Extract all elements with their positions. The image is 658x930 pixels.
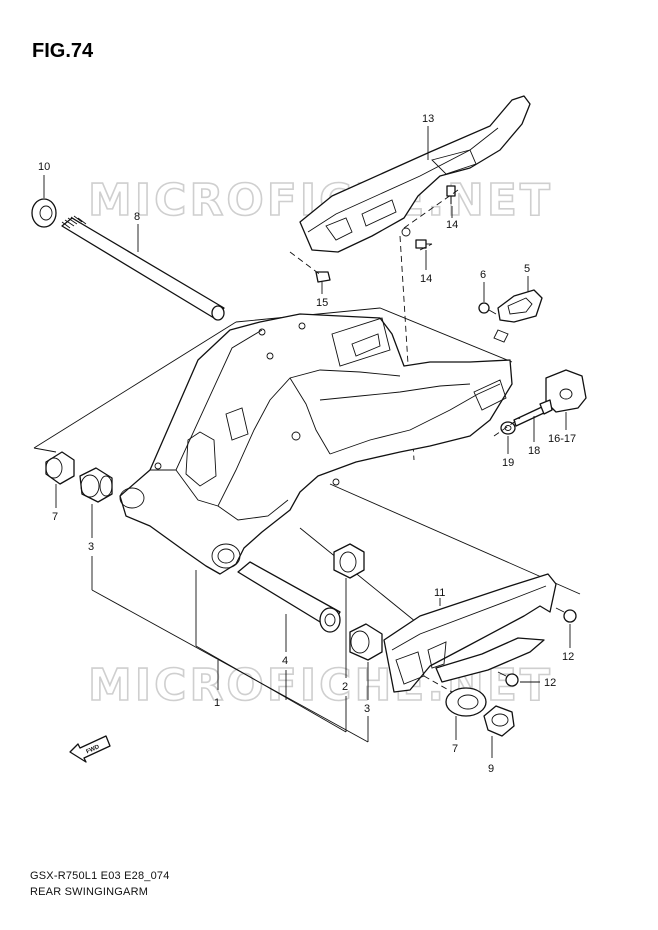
callout-leaders [43, 126, 571, 758]
fwd-label: FWD [86, 744, 102, 755]
bolt-part-12-lower[interactable] [497, 671, 519, 687]
pivot-shaft-part-8[interactable] [61, 215, 225, 321]
bushing-part-7-right[interactable] [445, 687, 487, 717]
clip-part-15[interactable] [315, 271, 331, 283]
callout-3-right: 3 [364, 703, 370, 715]
callout-15: 15 [316, 297, 328, 309]
callout-6: 6 [480, 269, 486, 281]
callout-3-left: 3 [88, 541, 94, 553]
frame-line [329, 483, 581, 595]
bearing-part-3-left[interactable] [79, 467, 113, 503]
spacer-tube-part-4[interactable] [237, 561, 341, 633]
callout-14-lower: 14 [420, 273, 432, 285]
figure-title: FIG.74 [32, 40, 94, 62]
callout-12-lower: 12 [544, 677, 556, 689]
callout-10: 10 [38, 161, 50, 173]
bolt-part-14-lower[interactable] [415, 239, 432, 249]
frame-line [33, 321, 237, 449]
callout-8: 8 [134, 211, 140, 223]
assembly-line [403, 189, 459, 229]
bearing-part-3-right[interactable] [349, 623, 383, 661]
fwd-arrow-icon: FWD [69, 735, 111, 763]
callout-2: 2 [342, 681, 348, 693]
assembly-line [493, 417, 521, 437]
bolt-part-14-upper[interactable] [446, 185, 456, 204]
frame-line [299, 527, 417, 623]
frame-line [33, 447, 57, 453]
model-code: GSX-R750L1 E03 E28_074 [30, 870, 170, 882]
nut-part-10[interactable] [31, 198, 57, 228]
bearing-part-2[interactable] [333, 543, 365, 579]
nut-part-19[interactable] [500, 421, 516, 435]
chain-guide-rail[interactable] [435, 637, 545, 683]
assembly-line [423, 675, 453, 693]
callout-13: 13 [422, 113, 434, 125]
callout-5: 5 [524, 263, 530, 275]
bolt-part-18[interactable] [513, 399, 553, 427]
swingarm-part-1[interactable] [119, 313, 513, 575]
nut-part-9[interactable] [483, 705, 515, 737]
callout-12-upper: 12 [562, 651, 574, 663]
adjuster-block-part-16-17[interactable] [545, 369, 587, 413]
callout-18: 18 [528, 445, 540, 457]
assembly-line [419, 243, 433, 251]
figure-caption: REAR SWINGINGARM [30, 886, 149, 898]
bolt-part-12-upper[interactable] [555, 607, 577, 623]
callout-11: 11 [434, 587, 445, 599]
bolt-part-6[interactable] [478, 302, 497, 315]
callout-4: 4 [282, 655, 288, 667]
chain-guide-part-11[interactable] [383, 573, 557, 693]
chain-cover-part-13[interactable] [299, 95, 531, 253]
callout-7-left: 7 [52, 511, 58, 523]
callout-1: 1 [214, 697, 220, 709]
callout-14-upper: 14 [446, 219, 458, 231]
callout-9: 9 [488, 763, 494, 775]
bushing-part-7-left[interactable] [45, 451, 75, 485]
callout-16-17: 16-17 [548, 433, 576, 445]
callout-19: 19 [502, 457, 514, 469]
callout-7-right: 7 [452, 743, 458, 755]
assembly-line [289, 251, 323, 277]
assembly-line [399, 235, 415, 461]
chain-adjuster-part-5[interactable] [493, 289, 543, 343]
